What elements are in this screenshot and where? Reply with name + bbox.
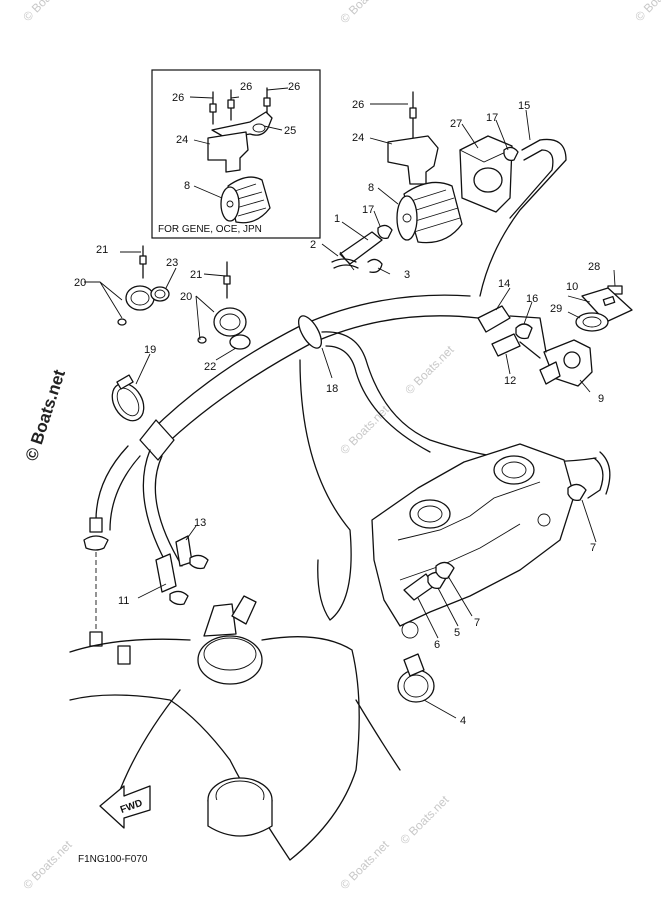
hose-clip-17-lower [377, 224, 393, 240]
joint-12 [491, 333, 521, 357]
callout-28: 28 [588, 261, 600, 273]
fuel-filter-cover-27 [459, 135, 513, 213]
bolt-21-left [139, 245, 147, 279]
callout-12: 12 [504, 375, 516, 387]
hose-joint-2 [331, 258, 359, 269]
watermark-bottom-left: © Boats.net [20, 837, 75, 892]
inset-fuel-filter-8 [220, 176, 271, 224]
joint-14 [477, 305, 511, 333]
clamp-19 [111, 374, 145, 422]
hose-end-fitting-left [83, 517, 131, 665]
watermark-top-center: © Boats.net [337, 0, 392, 26]
fuel-tank-neck [197, 595, 263, 685]
fwd-arrow: FWD [99, 785, 151, 829]
gasket-29 [575, 312, 609, 332]
callout-21-right: 21 [190, 269, 202, 281]
callout-10: 10 [566, 281, 578, 293]
callout-16: 16 [526, 293, 538, 305]
watermark-mid-center: © Boats.net [337, 402, 392, 457]
watermark-large: © Boats.net [22, 367, 69, 463]
fuel-hose-15 [521, 139, 543, 161]
watermark-top-left: © Boats.net [20, 0, 75, 24]
callout-17-upper: 17 [486, 112, 498, 124]
fuel-hose-11 [155, 553, 177, 593]
callout-4: 4 [460, 715, 466, 727]
callout-17-lower: 17 [362, 204, 374, 216]
callout-24-inset: 24 [176, 134, 188, 146]
clamp-22 [229, 334, 251, 350]
callout-15: 15 [518, 100, 530, 112]
bracket-bolt-26 [409, 91, 417, 141]
hose-clip-7-lower [435, 561, 455, 580]
watermark-bottom-center: © Boats.net [337, 837, 392, 892]
callout-27: 27 [450, 118, 462, 130]
callout-11: 11 [118, 595, 129, 607]
inset-bolt-26-left [209, 91, 217, 125]
callout-9: 9 [598, 393, 604, 405]
fuel-filter-8 [396, 181, 463, 244]
clamp-4 [397, 653, 435, 703]
clamp-20-left [117, 285, 155, 326]
watermark-bottom-right: © Boats.net [397, 792, 452, 847]
callout-20-right: 20 [180, 291, 192, 303]
clip-11 [169, 590, 189, 606]
clamp-23 [150, 286, 170, 302]
hose-clip-17-upper [503, 146, 519, 162]
callout-26: 26 [352, 99, 364, 111]
inset-bolt-26-mid [227, 89, 235, 121]
callout-26-inset-left: 26 [172, 92, 184, 104]
filler-neck [207, 777, 273, 837]
callout-13: 13 [194, 517, 206, 529]
inset-caption: FOR GENE, OCE, JPN [158, 224, 262, 235]
filter-bracket-24 [387, 135, 439, 185]
inset-bracket-24 [207, 131, 249, 173]
callout-5: 5 [454, 627, 460, 639]
fuel-tank [69, 636, 401, 861]
callout-26-inset-right: 26 [288, 81, 300, 93]
callout-6: 6 [434, 639, 440, 651]
throttle-body-assembly [371, 443, 575, 639]
drawing-code: F1NG100-F070 [78, 854, 148, 865]
callout-23: 23 [166, 257, 178, 269]
callout-19: 19 [144, 344, 156, 356]
clip-13 [189, 554, 209, 570]
callout-29: 29 [550, 303, 562, 315]
callout-numbers: 26 26 26 25 24 8 26 24 27 17 15 8 17 1 2… [74, 81, 604, 727]
callout-26-inset-mid: 26 [240, 81, 252, 93]
callout-22: 22 [204, 361, 216, 373]
inset-box: FOR GENE, OCE, JPN [151, 69, 321, 239]
bolt-21-right [223, 261, 231, 299]
leader-lines [84, 87, 616, 719]
callout-1: 1 [334, 213, 340, 225]
hose-clip-7-upper [567, 483, 587, 502]
clip-16 [515, 323, 533, 340]
inset-bolt-26-right [263, 87, 271, 117]
callout-8-inset: 8 [184, 180, 190, 192]
hose-clip-3 [367, 258, 383, 273]
callout-18: 18 [326, 383, 338, 395]
callout-24: 24 [352, 132, 364, 144]
callout-20-left: 20 [74, 277, 86, 289]
callout-21-left: 21 [96, 244, 108, 256]
watermark-top-right: © Boats.net [632, 0, 661, 24]
callout-25: 25 [284, 125, 296, 137]
watermarks: © Boats.net © Boats.net © Boats.net © Bo… [20, 0, 661, 892]
callout-14: 14 [498, 278, 510, 290]
callout-7-lower: 7 [474, 617, 480, 629]
callout-3: 3 [404, 269, 410, 281]
callout-2: 2 [310, 239, 316, 251]
hose-joint-18 [139, 419, 175, 461]
callout-7-right: 7 [590, 542, 596, 554]
fuel-valve-9 [539, 339, 593, 387]
watermark-mid-right: © Boats.net [402, 342, 457, 397]
callout-8: 8 [368, 182, 374, 194]
